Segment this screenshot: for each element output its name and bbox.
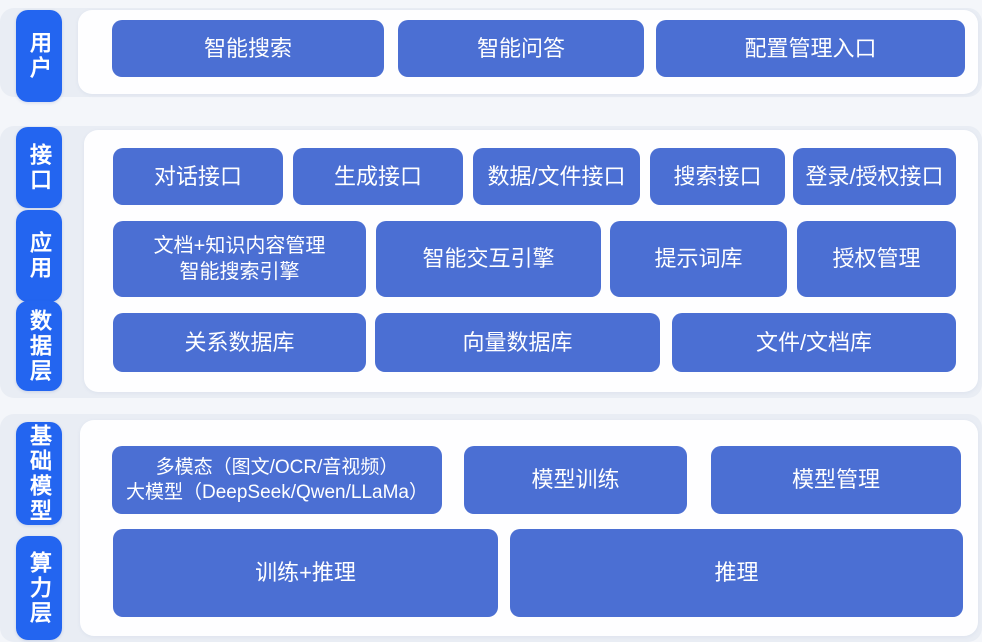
layer-label-foundation-model: 基础模型 [16,422,62,525]
block-interaction-engine: 智能交互引擎 [376,221,601,297]
block-file-document-store: 文件/文档库 [672,313,956,372]
block-search-api: 搜索接口 [650,148,785,205]
block-generation-api: 生成接口 [293,148,463,205]
layer-label-data: 数据层 [16,301,62,391]
block-training-inference: 训练+推理 [113,529,498,617]
block-model-training: 模型训练 [464,446,687,514]
block-model-management: 模型管理 [711,446,961,514]
block-login-auth-api: 登录/授权接口 [793,148,956,205]
block-multimodal-llm: 多模态（图文/OCR/音视频） 大模型（DeepSeek/Qwen/LLaMa） [112,446,442,514]
block-authorization-management: 授权管理 [797,221,956,297]
block-doc-knowledge-search-engine: 文档+知识内容管理 智能搜索引擎 [113,221,366,297]
block-intelligent-qa: 智能问答 [398,20,644,77]
block-config-management-entry: 配置管理入口 [656,20,965,77]
block-intelligent-search: 智能搜索 [112,20,384,77]
block-relational-database: 关系数据库 [113,313,366,372]
layer-label-interface: 接口 [16,127,62,208]
layer-label-compute: 算力层 [16,536,62,640]
block-vector-database: 向量数据库 [375,313,660,372]
block-data-file-api: 数据/文件接口 [473,148,640,205]
block-dialog-api: 对话接口 [113,148,283,205]
layer-label-application: 应用 [16,210,62,302]
block-inference: 推理 [510,529,963,617]
block-prompt-library: 提示词库 [610,221,787,297]
layer-label-user: 用户 [16,10,62,102]
